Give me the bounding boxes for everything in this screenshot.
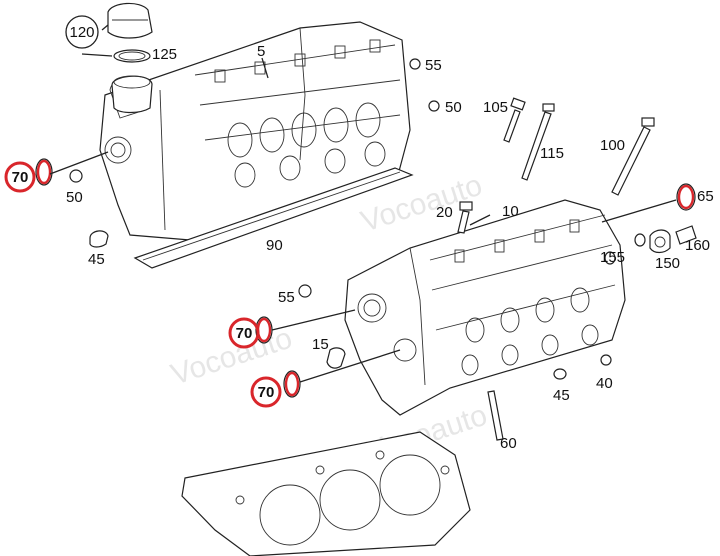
callout-90: 90 bbox=[266, 237, 283, 254]
leader-lines bbox=[49, 24, 677, 383]
upper-seal-parts bbox=[35, 158, 109, 248]
callout-50-left: 50 bbox=[66, 189, 83, 206]
callout-ring-70-upper bbox=[4, 161, 36, 193]
bolts-and-studs bbox=[326, 97, 655, 441]
callout-55-lower: 55 bbox=[278, 289, 295, 306]
callout-ring-70-middle bbox=[228, 317, 260, 349]
callout-60: 60 bbox=[500, 435, 517, 452]
callout-circle-120 bbox=[65, 15, 99, 49]
callout-55-upper: 55 bbox=[425, 57, 442, 74]
callout-120: 120 bbox=[69, 24, 94, 41]
callout-5: 5 bbox=[257, 43, 265, 60]
callout-105: 105 bbox=[483, 99, 508, 116]
callout-40: 40 bbox=[596, 375, 613, 392]
oil-filler-cap bbox=[107, 2, 153, 63]
callout-50-right: 50 bbox=[445, 99, 462, 116]
callout-160: 160 bbox=[685, 237, 710, 254]
lower-cylinder-head bbox=[344, 199, 626, 416]
callout-45-lower: 45 bbox=[553, 387, 570, 404]
callout-15: 15 bbox=[312, 336, 329, 353]
callout-10: 10 bbox=[502, 203, 519, 220]
callout-115: 115 bbox=[540, 145, 564, 162]
callout-ring-70-lower bbox=[250, 376, 282, 408]
callout-20: 20 bbox=[436, 204, 453, 221]
upper-head-gasket bbox=[133, 167, 414, 269]
callout-45-upper: 45 bbox=[88, 251, 105, 268]
callout-labels: 120 125 5 55 50 105 115 100 70 50 45 90 … bbox=[4, 15, 714, 452]
lower-head-gasket bbox=[181, 431, 471, 556]
right-side-parts bbox=[553, 183, 697, 380]
callout-150: 150 bbox=[655, 255, 680, 272]
callout-125: 125 bbox=[152, 46, 177, 63]
callout-70-middle: 70 bbox=[236, 325, 253, 342]
callout-155: 155 bbox=[600, 249, 625, 266]
callout-70-lower: 70 bbox=[258, 384, 275, 401]
callout-70-upper: 70 bbox=[12, 169, 29, 186]
breather-neck bbox=[111, 75, 153, 114]
callout-65: 65 bbox=[697, 188, 714, 205]
callout-100: 100 bbox=[600, 137, 625, 154]
